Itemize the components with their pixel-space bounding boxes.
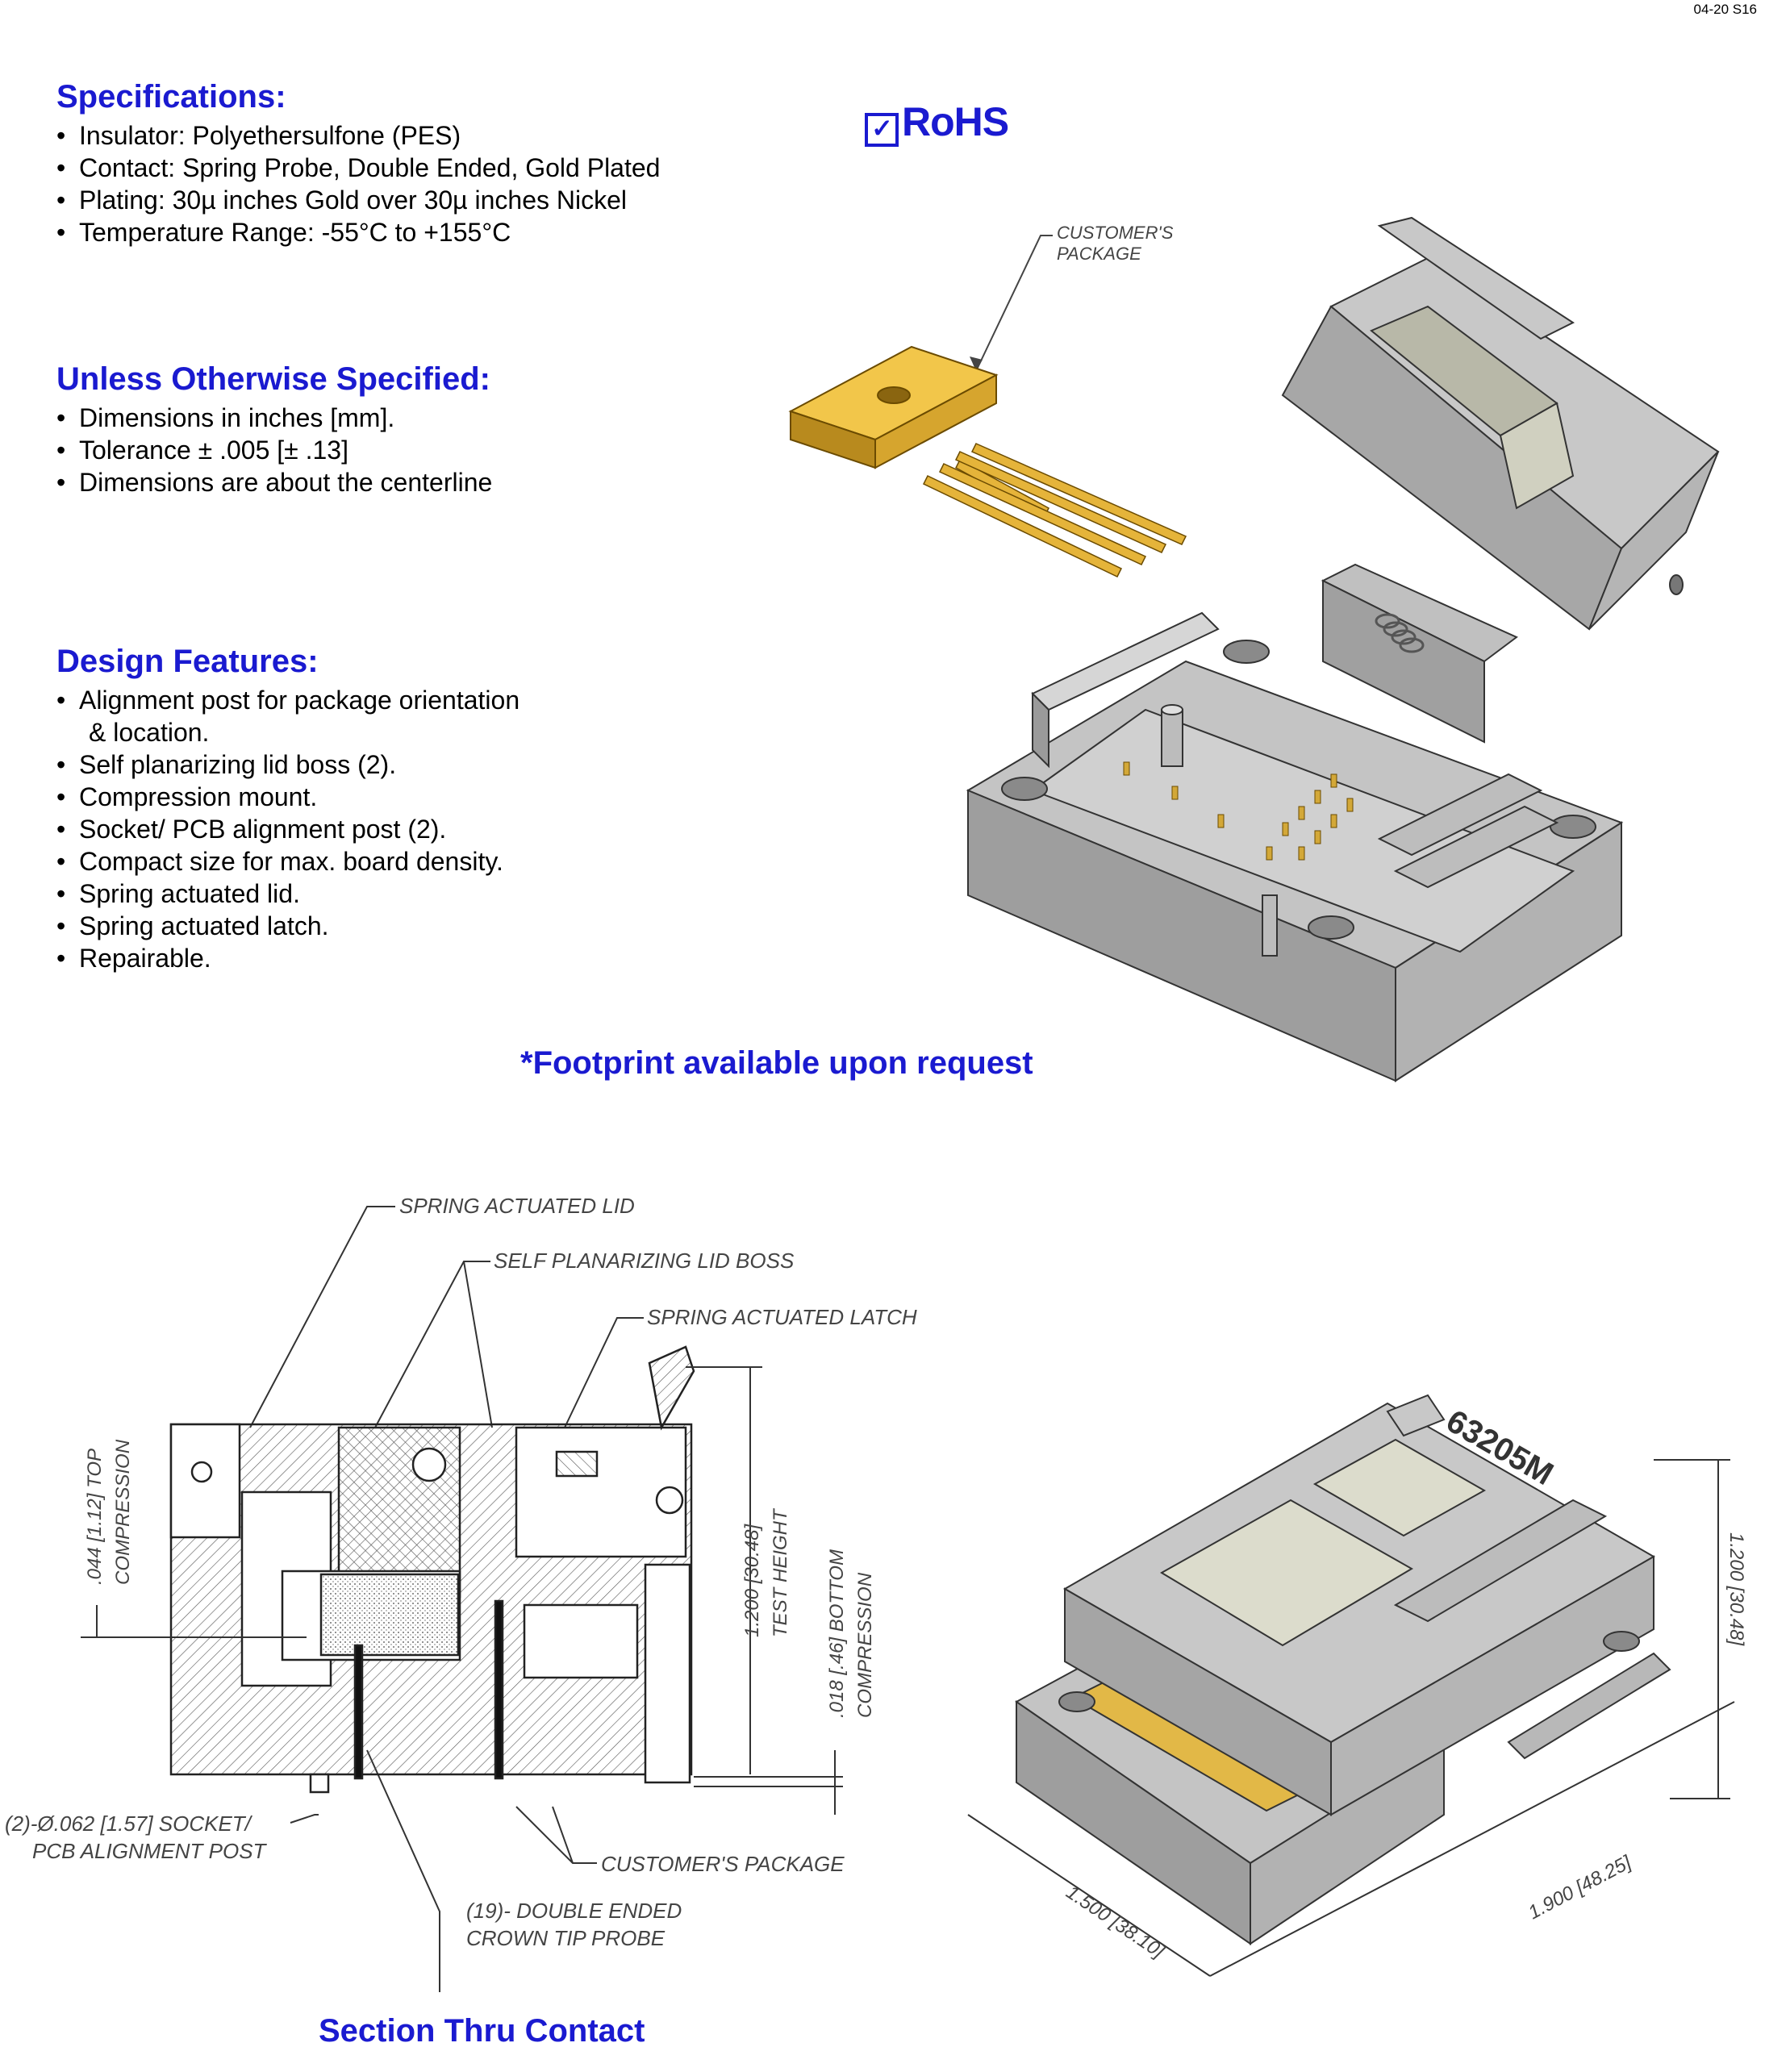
list-item: •Self planarizing lid boss (2). — [56, 750, 397, 779]
list-item: •Compression mount. — [56, 782, 318, 811]
spring-latch-label: SPRING ACTUATED LATCH — [647, 1305, 917, 1329]
list-item: •Spring actuated latch. — [56, 911, 329, 940]
dimension-lines — [81, 1366, 843, 1815]
bottom-compression-label-2: COMPRESSION — [854, 1572, 876, 1718]
list-item: •Temperature Range: -55°C to +155°C — [56, 218, 511, 247]
alignment-post-label-2: PCB ALIGNMENT POST — [32, 1839, 268, 1863]
open-socket-illustration: CUSTOMER'S PACKAGE — [788, 216, 1720, 1082]
list-item: •Plating: 30µ inches Gold over 30µ inche… — [56, 186, 627, 215]
list-item: •Spring actuated lid. — [56, 879, 300, 908]
list-item: •Compact size for max. board density. — [56, 847, 503, 876]
test-height-label-2: TEST HEIGHT — [770, 1507, 791, 1637]
width-dimension: 1.900 [48.25] — [1525, 1851, 1636, 1924]
socket-base — [966, 611, 1624, 1082]
list-item: •Insulator: Polyethersulfone (PES) — [56, 121, 461, 150]
design-features-list: •Alignment post for package orientation … — [56, 684, 519, 974]
height-dimension: 1.200 [30.48] — [1725, 1532, 1747, 1646]
checkbox-icon: ✓ — [865, 113, 899, 147]
leader-line — [975, 235, 1053, 372]
closed-socket-body — [1015, 1394, 1671, 1945]
list-item: •Repairable. — [56, 944, 211, 973]
customers-package-section-label: CUSTOMER'S PACKAGE — [601, 1852, 845, 1876]
list-item: •Tolerance ± .005 [± .13] — [56, 436, 348, 465]
socket-lid — [1281, 216, 1720, 744]
unless-specified-section: Unless Otherwise Specified: •Dimensions … — [56, 360, 492, 498]
customers-package — [788, 345, 1187, 577]
specifications-list: •Insulator: Polyethersulfone (PES) •Cont… — [56, 119, 660, 248]
list-item: •Contact: Spring Probe, Double Ended, Go… — [56, 153, 661, 182]
list-item: •Alignment post for package orientation — [56, 686, 520, 715]
probe-label: (19)- DOUBLE ENDED — [466, 1899, 682, 1923]
top-compression-label: .044 [1.12] TOP — [84, 1449, 106, 1585]
design-features-heading: Design Features: — [56, 644, 319, 679]
list-item: & location. — [89, 718, 210, 747]
unless-specified-list: •Dimensions in inches [mm]. •Tolerance ±… — [56, 402, 492, 498]
specifications-section: Specifications: •Insulator: Polyethersul… — [56, 77, 660, 248]
customers-package-label: CUSTOMER'S — [1057, 223, 1174, 243]
page-id: 04-20 S16 — [1693, 2, 1757, 17]
bottom-compression-label: .018 [.46] BOTTOM — [826, 1549, 848, 1718]
footprint-note: *Footprint available upon request — [520, 1045, 1033, 1081]
list-item: •Dimensions are about the centerline — [56, 468, 493, 497]
spring-coil — [1375, 613, 1425, 653]
design-features-section: Design Features: •Alignment post for pac… — [56, 642, 519, 974]
arrow-icon — [970, 356, 983, 371]
closed-dimension-lines — [967, 1459, 1735, 1977]
leader-lines — [249, 1206, 644, 1992]
spring-lid-label: SPRING ACTUATED LID — [399, 1194, 635, 1218]
test-height-label: 1.200 [30.48] — [741, 1524, 763, 1637]
top-compression-label-2: COMPRESSION — [112, 1439, 134, 1585]
alignment-post-label: (2)-Ø.062 [1.57] SOCKET/ — [5, 1811, 253, 1836]
list-item: •Socket/ PCB alignment post (2). — [56, 815, 447, 844]
closed-socket-illustration: 63205M 1.200 [30.48] 1.500 [38.10] 1.900… — [967, 1394, 1747, 1977]
unless-specified-heading: Unless Otherwise Specified: — [56, 361, 490, 397]
customers-package-label-2: PACKAGE — [1057, 244, 1141, 264]
section-drawing: SPRING ACTUATED LID SELF PLANARIZING LID… — [5, 1194, 917, 1992]
specifications-heading: Specifications: — [56, 79, 286, 115]
probe-label-2: CROWN TIP PROBE — [466, 1926, 666, 1950]
lid-boss-label: SELF PLANARIZING LID BOSS — [494, 1249, 795, 1273]
section-body — [169, 1345, 695, 1794]
list-item: •Dimensions in inches [mm]. — [56, 403, 395, 432]
rohs-badge: ✓RoHS — [865, 98, 1009, 147]
depth-dimension: 1.500 [38.10] — [1062, 1882, 1169, 1963]
section-title: Section Thru Contact — [319, 2013, 645, 2049]
contact-pins — [1123, 761, 1354, 861]
